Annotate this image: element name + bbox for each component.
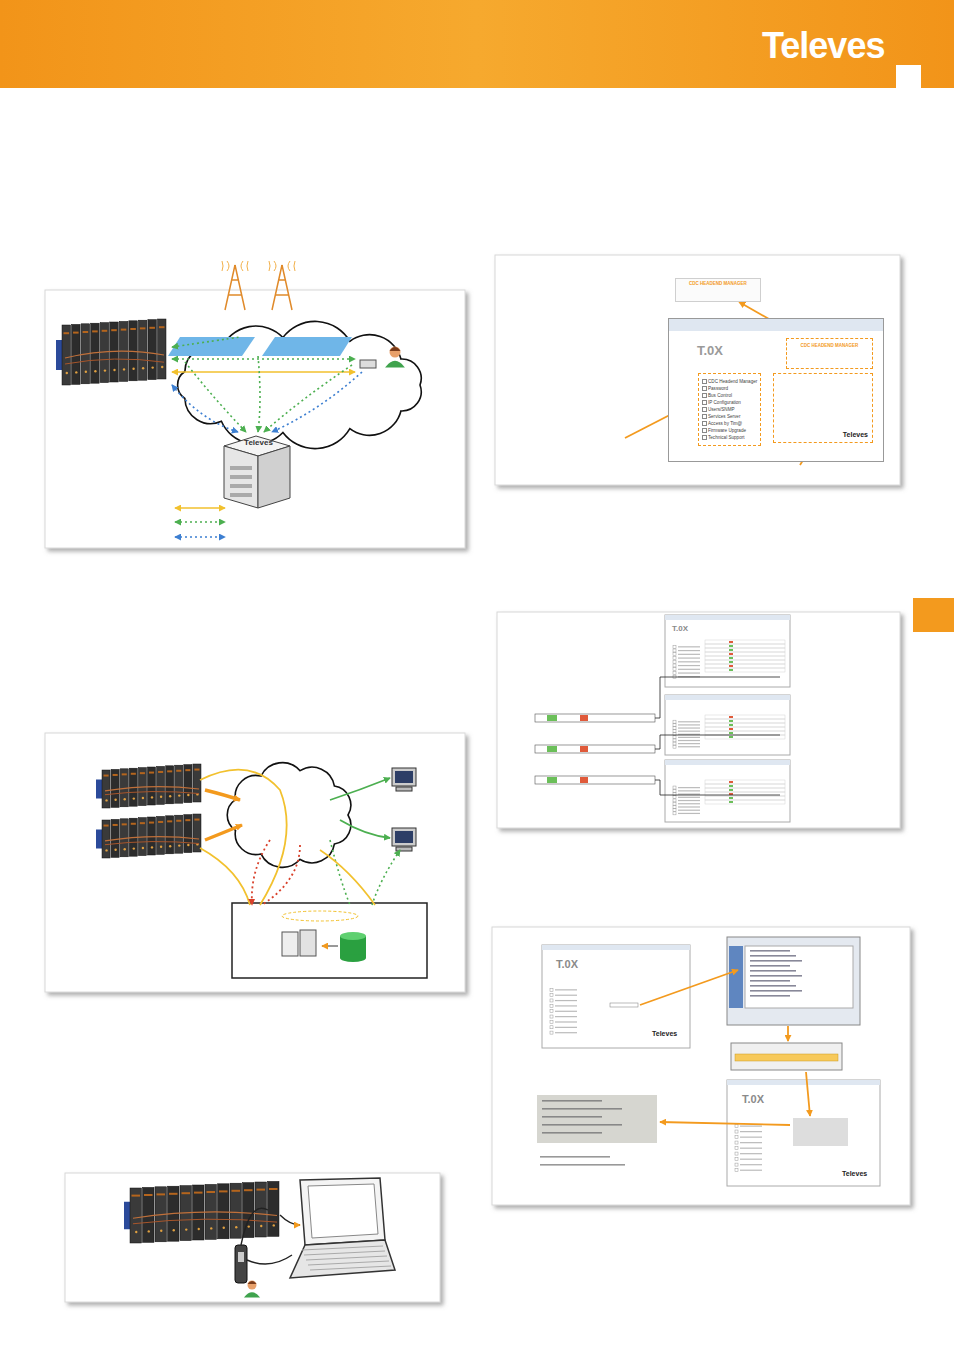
antenna-tower (222, 261, 248, 310)
antenna-tower (269, 261, 295, 310)
signal-line (200, 770, 287, 905)
screenshot-window (665, 760, 790, 822)
header-band (0, 0, 954, 88)
signal-line (172, 359, 355, 360)
menu-box: CDC Headend ManagerPasswordBus ControlIP… (698, 373, 761, 446)
image-frame (495, 255, 900, 485)
computer-icon (392, 828, 416, 851)
menu-item: Firmware Upgrade (702, 427, 757, 434)
menu-item: Technical Support (702, 434, 757, 441)
rack-box: Televes (773, 373, 873, 443)
datacenter-box (232, 903, 427, 978)
menu-item: IP Configuration (702, 399, 757, 406)
computer-icon (392, 768, 416, 791)
file-field (610, 1003, 638, 1007)
browser-window: T.0XCDC HEADEND MANAGERCDC Headend Manag… (668, 318, 884, 462)
user-icon (244, 1281, 260, 1298)
signal-line (185, 362, 246, 432)
brand-logo: Televes (652, 1030, 677, 1037)
signal-line (241, 1208, 268, 1245)
image-frame (65, 1173, 440, 1302)
signal-line (175, 522, 225, 523)
signal-line (280, 1215, 300, 1225)
file-dialog (727, 937, 860, 1025)
signal-line (205, 790, 240, 800)
signal-line (172, 372, 355, 373)
progress-window (731, 1043, 842, 1070)
signal-line (640, 970, 738, 1005)
laptop-icon (290, 1178, 395, 1278)
callout-box: CDC HEADEND MANAGER (675, 278, 761, 302)
signal-line (264, 365, 352, 432)
server-icon (224, 436, 290, 508)
info-panel (793, 1118, 848, 1146)
database-icon (340, 932, 366, 962)
node-text: Televes (774, 431, 868, 439)
window-logo: T.0X (556, 958, 578, 970)
signal-line (247, 1255, 292, 1264)
screenshot-window (665, 615, 790, 687)
screenshot-window (665, 695, 790, 755)
menu-item: Password (702, 385, 757, 392)
image-frame (45, 290, 465, 548)
user-icon (385, 347, 405, 368)
header-box: CDC HEADEND MANAGER (786, 338, 873, 369)
screenshot-window (727, 1080, 880, 1186)
status-strip (535, 776, 780, 795)
server-pair (282, 930, 338, 956)
status-strip (535, 677, 780, 722)
signal-line (205, 825, 242, 840)
signal-line (175, 537, 225, 538)
side-tab (913, 598, 954, 632)
signal-line (788, 1026, 789, 1041)
signal-line (200, 848, 250, 905)
node-text: CDC HEADEND MANAGER (678, 281, 758, 286)
image-frame (45, 733, 465, 992)
text-panel (537, 1095, 657, 1166)
signal-line (320, 850, 375, 905)
menu-item: Services Server (702, 413, 757, 420)
status-table (705, 640, 785, 672)
headend-rack (56, 319, 166, 385)
menu-item: Access by Tim@ (702, 420, 757, 427)
headend-rack (96, 764, 201, 808)
signal-line (340, 820, 390, 838)
image-frame (492, 927, 910, 1205)
server-logo: Televes (236, 438, 281, 452)
signal-line (806, 1072, 810, 1116)
headend-rack (96, 814, 201, 858)
coverage-area (262, 337, 352, 356)
signal-line (272, 372, 362, 432)
menu-item: CDC Headend Manager (702, 378, 757, 385)
coverage-area (168, 337, 255, 356)
node-text: CDC HEADEND MANAGER (789, 343, 870, 348)
brand-logo: Televes (762, 25, 884, 67)
menu-item: Bus Control (702, 392, 757, 399)
signal-line (175, 508, 225, 509)
window-logo: T.0X (742, 1093, 764, 1105)
menu-item: Users/SNMP (702, 406, 757, 413)
signal-line (252, 840, 270, 905)
signal-line (172, 337, 240, 347)
headend-rack (124, 1181, 279, 1243)
signal-line (330, 778, 390, 800)
screenshot-window (542, 945, 690, 1048)
brand-logo: Televes (842, 1170, 867, 1177)
usb-device (235, 1245, 247, 1283)
signal-line (660, 1122, 790, 1125)
router-icon (360, 360, 376, 368)
window-logo: T.0X (672, 624, 688, 633)
status-table (705, 780, 785, 804)
signal-line (172, 385, 238, 432)
node-text: Televes (236, 438, 281, 448)
status-strip (535, 735, 780, 753)
signal-line (258, 356, 260, 432)
tunnel (282, 911, 358, 921)
image-frame (497, 612, 900, 828)
signal-line (262, 845, 300, 905)
signal-line (372, 850, 400, 905)
